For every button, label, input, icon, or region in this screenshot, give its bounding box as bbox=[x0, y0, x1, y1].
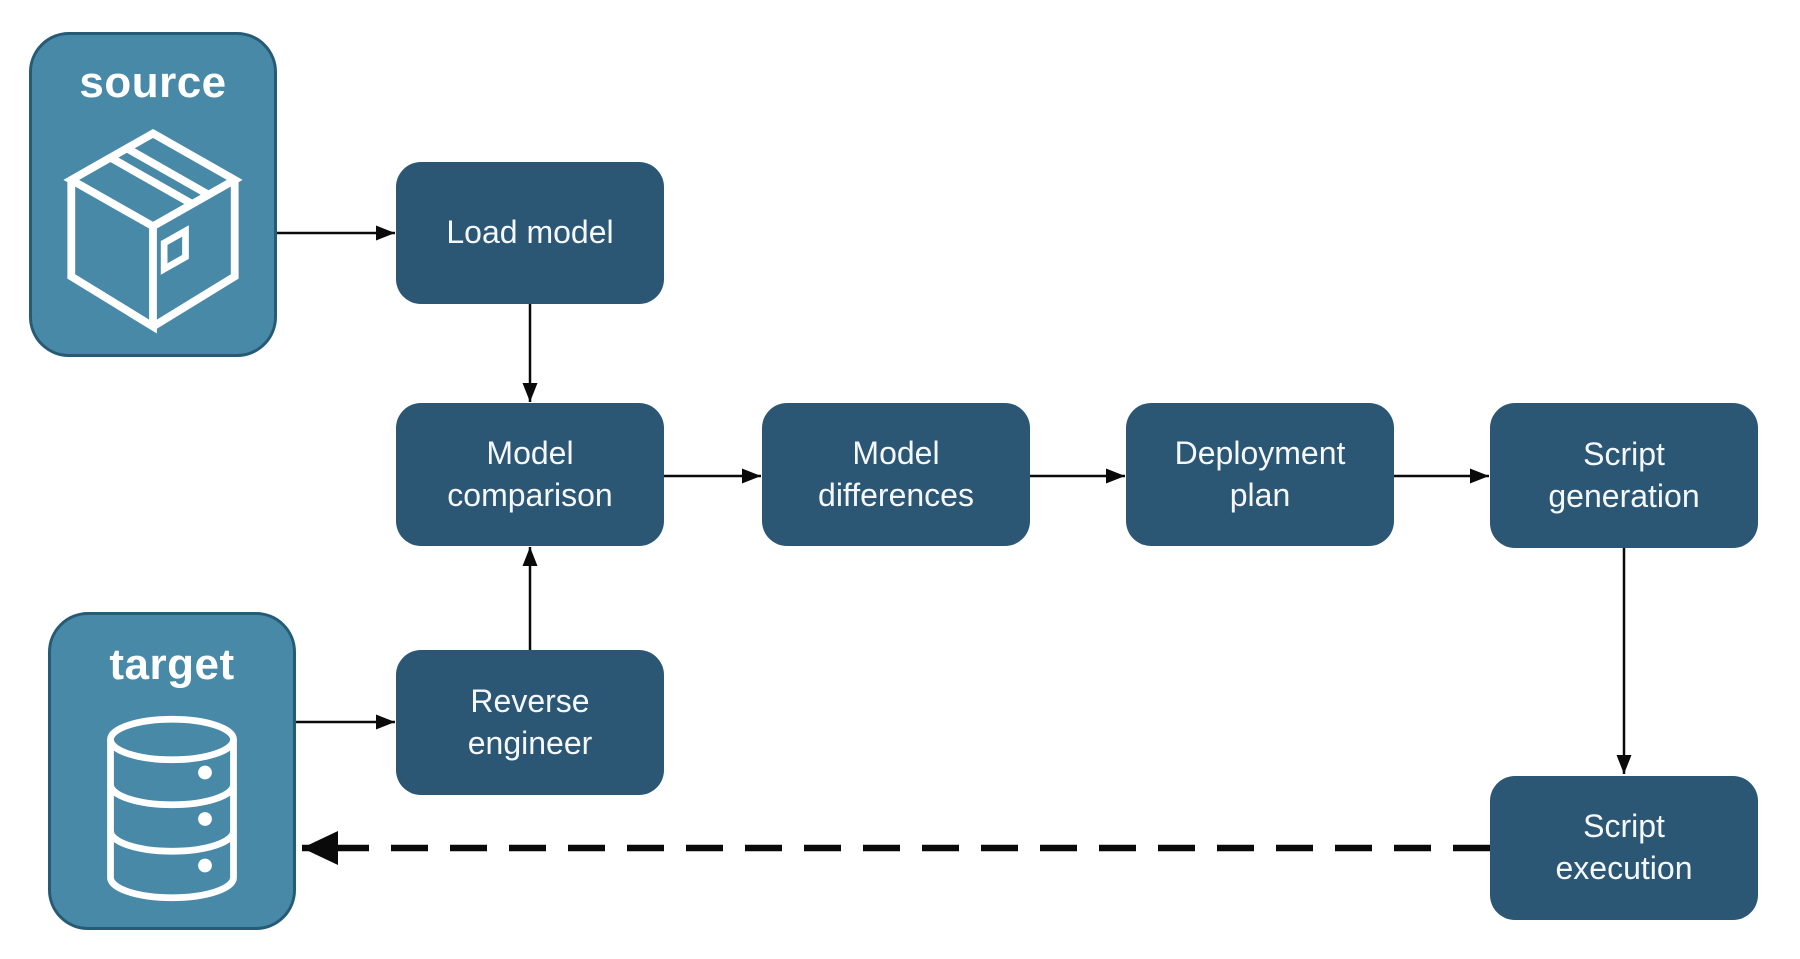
step-label: Model differences bbox=[818, 434, 974, 513]
package-icon bbox=[63, 128, 243, 334]
step-label: Script execution bbox=[1555, 808, 1693, 886]
step-label: Deployment plan bbox=[1174, 434, 1346, 513]
target-label: target bbox=[109, 640, 235, 689]
step-label: Script generation bbox=[1548, 435, 1700, 514]
step-deployment-plan: Deployment plan bbox=[1126, 403, 1394, 546]
source-label: source bbox=[79, 58, 227, 107]
entity-source: source bbox=[29, 32, 277, 357]
step-label: Reverse engineer bbox=[467, 682, 593, 761]
step-model-differences: Model differences bbox=[762, 403, 1030, 546]
database-icon bbox=[107, 715, 237, 901]
step-load-model: Load model bbox=[396, 162, 664, 304]
step-label: Load model bbox=[446, 214, 614, 251]
entity-target: target bbox=[48, 612, 296, 930]
step-script-execution: Script execution bbox=[1490, 776, 1758, 920]
step-script-generation: Script generation bbox=[1490, 403, 1758, 548]
step-reverse-engineer: Reverse engineer bbox=[396, 650, 664, 795]
step-label: Model comparison bbox=[447, 434, 613, 513]
step-model-comparison: Model comparison bbox=[396, 403, 664, 546]
